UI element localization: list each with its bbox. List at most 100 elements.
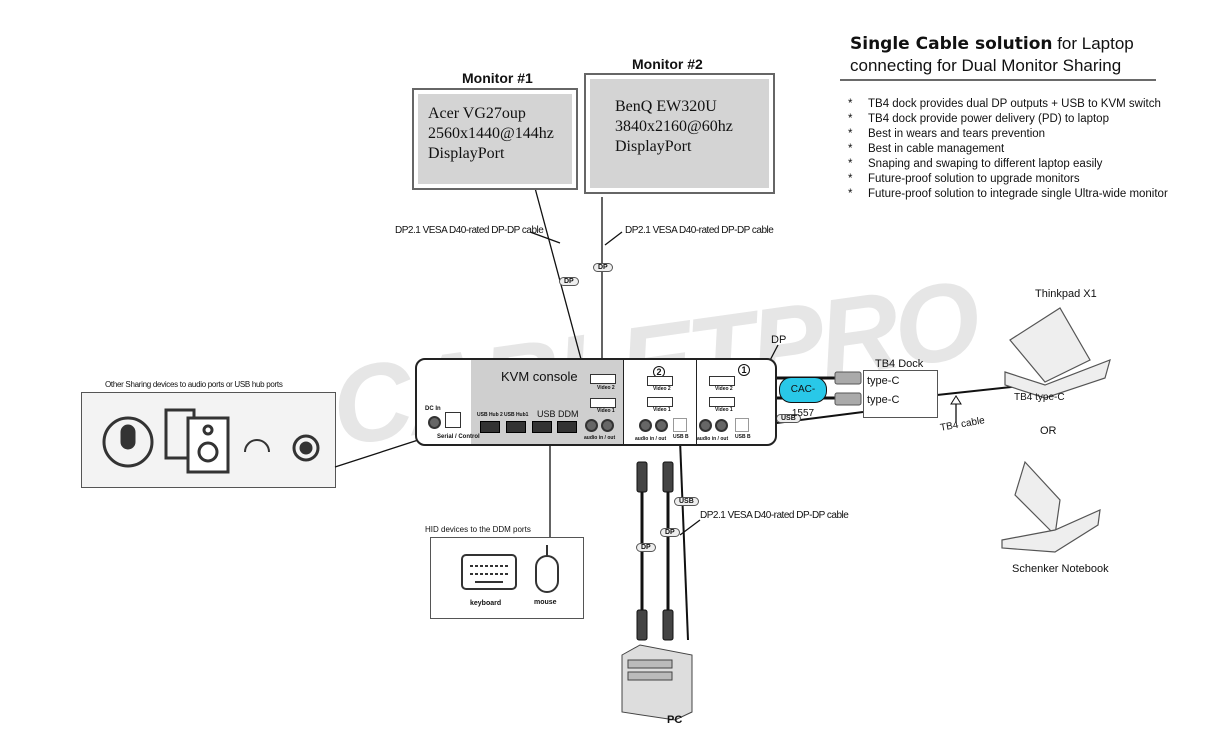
monitor2-res: 3840x2160@60hz	[615, 118, 733, 135]
bullet-item: * Best in wears and tears prevention	[848, 127, 1168, 142]
tb4-cable	[936, 385, 1021, 396]
usb-b-port	[735, 418, 749, 432]
serial-label: Serial / Control	[437, 434, 480, 440]
kvm-console: KVM console DC In Serial / Control USB H…	[415, 358, 777, 446]
usb-b-label: USB B	[673, 434, 689, 440]
bullet-text: TB4 dock provides dual DP outputs + USB …	[868, 98, 1161, 110]
hid-label: HID devices to the DDM ports	[425, 525, 531, 534]
or-label: OR	[1040, 425, 1057, 437]
usb-ddm-port	[557, 421, 577, 433]
video2-port	[590, 374, 616, 384]
bullet-text: Future-proof solution to upgrade monitor…	[868, 173, 1080, 185]
bullet-text: Best in wears and tears prevention	[868, 128, 1046, 140]
bullet-item: * Snaping and swaping to different laptop…	[848, 157, 1168, 172]
bullet-item: * TB4 dock provides dual DP outputs + USB…	[848, 97, 1168, 112]
keyboard-label: keyboard	[470, 600, 502, 607]
monitor1-res: 2560x1440@144hz	[428, 125, 554, 142]
dp-tag: DP	[559, 277, 579, 286]
cable-label-1: DP2.1 VESA D40-rated DP-DP cable	[395, 225, 544, 236]
bullet-list: * TB4 dock provides dual DP outputs + USB…	[848, 97, 1168, 202]
dock-port-2: type-C	[867, 394, 900, 406]
audio-jack	[715, 419, 728, 432]
cac-1557-adapter: CAC-1557	[779, 377, 827, 419]
audio-jack	[655, 419, 668, 432]
monitor1-label: Monitor #1	[462, 70, 533, 86]
monitor2-label: Monitor #2	[632, 56, 703, 72]
bullet-item: *Best in cable management	[848, 142, 1168, 157]
video2-label: Video 2	[597, 385, 615, 391]
bullet-item: * TB4 dock provide power delivery (PD) to…	[848, 112, 1168, 127]
dp-plug	[662, 609, 674, 641]
laptop-icon	[1004, 307, 1111, 399]
laptop1-port: TB4 type-C	[1014, 392, 1065, 403]
dp-plug	[662, 461, 674, 493]
usb-ddm-port	[532, 421, 552, 433]
sharing-label: Other Sharing devices to audio ports or …	[105, 380, 283, 389]
page-title: Single Cable solution for Laptop	[850, 34, 1134, 54]
laptop-icon	[1001, 460, 1101, 553]
dp-tag: DP	[593, 263, 613, 272]
usb-tag: USB	[674, 497, 699, 506]
dp-tag: DP	[660, 528, 680, 537]
monitor2-port: DisplayPort	[615, 138, 692, 155]
video1-port	[709, 397, 735, 407]
usb-c-plug	[834, 392, 862, 406]
page-subtitle: connecting for Dual Monitor Sharing	[850, 56, 1122, 75]
usb-hub2-port	[480, 421, 500, 433]
video1-label: Video 1	[653, 407, 671, 413]
usb-ddm-label: USB DDM	[537, 409, 579, 419]
headset-icon	[244, 439, 270, 453]
dock-port-1: type-C	[867, 375, 900, 387]
bullet-mark: *	[848, 113, 853, 125]
video2-label: Video 2	[653, 386, 671, 392]
bullet-mark: *	[848, 158, 853, 170]
usb-b-label: USB B	[735, 434, 751, 440]
laptop2-label: Schenker Notebook	[1012, 563, 1109, 575]
kvm-title: KVM console	[501, 369, 578, 384]
bullet-text: Snaping and swaping to different laptop …	[868, 158, 1103, 170]
audio-jack	[601, 419, 614, 432]
bullet-text: Future-proof solution to integrade singl…	[868, 188, 1168, 200]
usb-hub1-label: USB Hub1	[504, 412, 529, 418]
usb-hub1-port	[506, 421, 526, 433]
serial-port	[445, 412, 461, 428]
pc-tower-icon	[621, 644, 693, 721]
title-bold: Single Cable solution	[850, 34, 1053, 54]
dp-label: DP	[771, 334, 787, 346]
video1-label: Video 1	[597, 408, 615, 414]
dp-tag: DP	[636, 543, 656, 552]
laptop1-label: Thinkpad X1	[1035, 288, 1097, 300]
bullet-mark: *	[848, 98, 853, 110]
tb4-dock: type-C type-C	[863, 370, 938, 418]
monitor1-model: Acer VG27oup	[428, 105, 526, 122]
bullet-text: TB4 dock provide power delivery (PD) to …	[868, 113, 1109, 125]
microphone-icon	[102, 416, 154, 468]
title-rest: for Laptop	[1052, 34, 1134, 53]
usb-c-plug	[834, 371, 862, 385]
video1-port	[647, 397, 673, 407]
dc-in-port	[428, 416, 441, 429]
cable-label-3: DP2.1 VESA D40-rated DP-DP cable	[700, 510, 849, 521]
bullet-mark: *	[848, 128, 853, 140]
cable-label-2: DP2.1 VESA D40-rated DP-DP cable	[625, 225, 774, 236]
bullet-item: * Future-proof solution to integrade sing…	[848, 187, 1168, 202]
audio-label: audio in / out	[697, 436, 729, 442]
webcam-icon	[292, 434, 320, 462]
video2-label: Video 2	[715, 386, 733, 392]
usb-hub2-label: USB Hub 2	[477, 412, 503, 418]
pc-label: PC	[667, 714, 683, 726]
mouse-label: mouse	[534, 599, 557, 606]
dp-plug	[636, 609, 648, 641]
dock-title: TB4 Dock	[875, 358, 924, 370]
bullet-mark: *	[848, 173, 853, 185]
video1-label: Video 1	[715, 407, 733, 413]
bullet-text: Best in cable management	[868, 143, 1005, 155]
dp-plug	[636, 461, 648, 493]
usb-b-port	[673, 418, 687, 432]
bullet-mark: *	[848, 188, 853, 200]
audio-label: audio in / out	[635, 436, 667, 442]
